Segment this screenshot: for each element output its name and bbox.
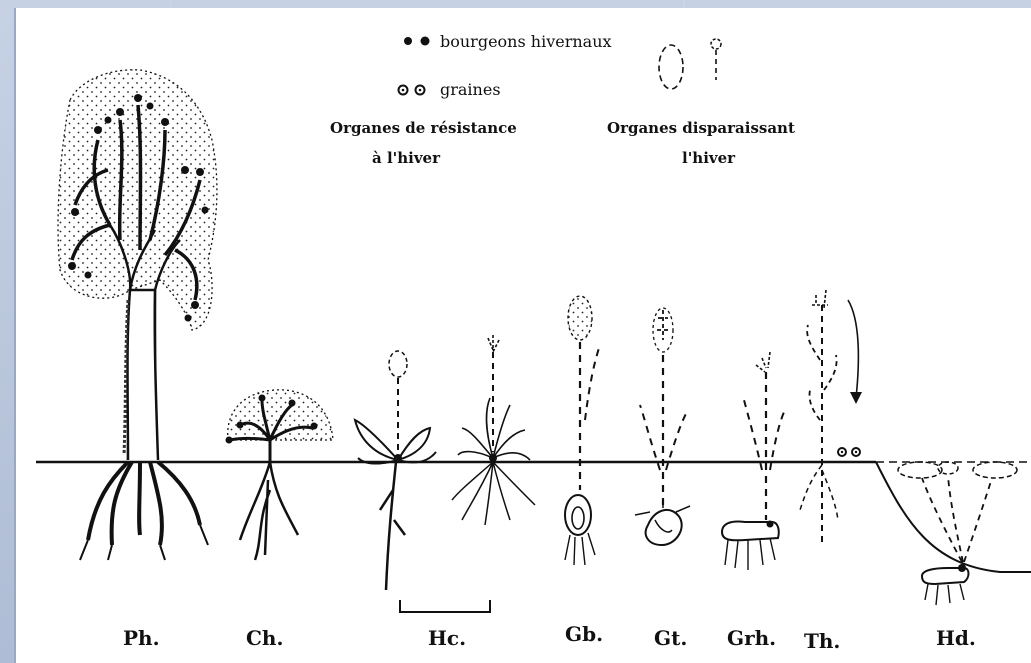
hemicryptophyte-tuft — [452, 335, 535, 525]
label-ch: Ch. — [246, 626, 283, 650]
chamaephyte-shrub — [226, 390, 334, 560]
ground-line — [36, 462, 1031, 572]
disappearing-organ-icon — [659, 39, 721, 89]
label-th: Th. — [804, 629, 840, 653]
seed-icon — [399, 86, 425, 95]
hydrophyte — [898, 462, 1017, 605]
legend-resistant-subtitle: à l'hiver — [372, 149, 441, 167]
legend-seeds: graines — [440, 80, 501, 99]
legend-disappearing-title: Organes disparaissant — [607, 119, 795, 137]
geophyte-bulb — [565, 296, 600, 565]
phanerophyte-tree — [58, 70, 217, 560]
label-grh: Grh. — [727, 626, 776, 650]
label-gb: Gb. — [565, 622, 603, 646]
label-hc: Hc. — [428, 626, 466, 650]
legend-resistant-title: Organes de résistance — [330, 119, 517, 137]
life-form-labels: Ph. Ch. Hc. Gb. Gt. Grh. Th. Hd. — [123, 622, 976, 653]
legend: bourgeons hivernaux graines Organes de r… — [330, 32, 795, 167]
bud-icon — [404, 37, 430, 46]
label-ph: Ph. — [123, 626, 160, 650]
legend-disappearing-subtitle: l'hiver — [682, 149, 736, 167]
hemicryptophyte-rosette — [355, 351, 436, 590]
hc-bracket — [400, 600, 490, 612]
therophyte — [800, 290, 862, 545]
legend-buds: bourgeons hivernaux — [440, 32, 612, 51]
geophyte-tuber — [635, 308, 690, 545]
label-hd: Hd. — [936, 626, 976, 650]
label-gt: Gt. — [654, 626, 687, 650]
